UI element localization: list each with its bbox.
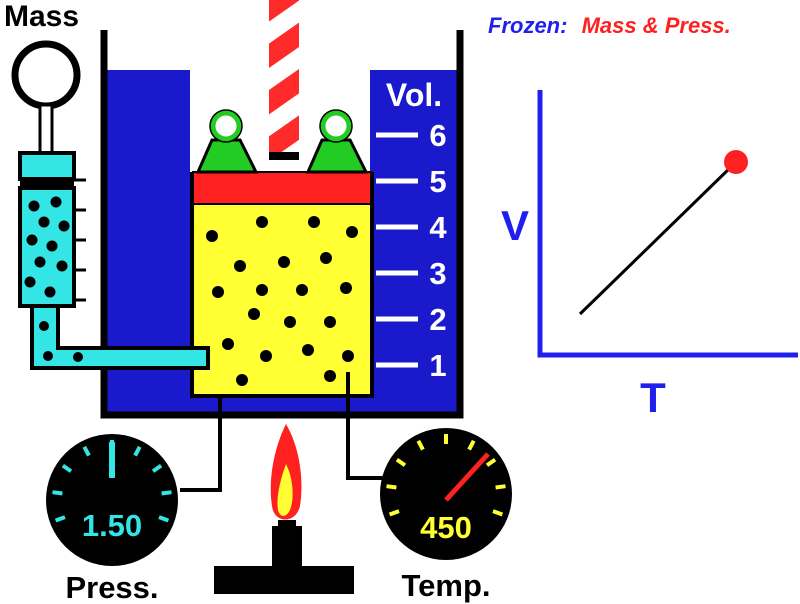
volume-tick-label: 3	[429, 256, 446, 291]
volume-tick-label: 6	[429, 118, 446, 153]
frozen-title: Frozen: Mass & Press.	[488, 13, 731, 38]
gauge-tick	[82, 445, 91, 457]
water-right	[370, 70, 458, 415]
temperature-readout: 450	[420, 510, 472, 545]
gauge-tick	[151, 463, 163, 473]
volume-label: Vol.	[386, 77, 442, 113]
volume-tick-label: 4	[429, 210, 447, 245]
pressure-readout: 1.50	[82, 508, 142, 543]
gauge-tick	[61, 463, 73, 473]
volume-tick-label: 2	[429, 302, 446, 337]
flame-inner	[277, 464, 293, 516]
pressure-gauge: 1.50	[46, 434, 178, 566]
frozen-variables: Mass & Press.	[582, 13, 731, 38]
gauge-tick	[416, 439, 425, 451]
volume-scale: Vol. 1 2 3 4 5 6	[376, 77, 447, 383]
gauge-tick	[492, 509, 504, 517]
graph-current-point	[724, 150, 748, 174]
gauge-tick	[52, 490, 63, 496]
gauge-tick	[485, 457, 497, 467]
pressure-label: Press.	[65, 570, 158, 604]
temperature-needle	[444, 452, 490, 502]
bath-wall	[100, 30, 464, 419]
volume-tick-label: 1	[429, 348, 446, 383]
temperature-label: Temp.	[402, 568, 491, 603]
bunsen-burner	[214, 424, 354, 594]
graph-y-label: V	[501, 202, 529, 249]
temperature-gauge: 450	[380, 428, 512, 560]
gauge-tick	[395, 457, 407, 467]
gauge-tick	[388, 509, 400, 517]
gauge-tick	[161, 490, 172, 496]
gas-molecules	[206, 216, 358, 386]
gauge-tick	[133, 445, 142, 457]
frozen-prefix: Frozen:	[488, 13, 567, 38]
gauge-tick	[495, 484, 506, 490]
stirring-rod	[269, 0, 299, 160]
weight-left	[195, 109, 259, 174]
gas-volume	[194, 204, 370, 394]
gauge-tick	[467, 439, 476, 451]
piston	[194, 172, 370, 204]
volume-ticks: 1 2 3 4 5 6	[376, 118, 447, 383]
graph-x-label: T	[640, 374, 666, 421]
weight-right	[305, 109, 369, 174]
mass-syringe: Mass	[4, 0, 210, 370]
gauge-tick	[386, 484, 397, 490]
graph-axes	[537, 90, 798, 358]
gauge-wires	[180, 372, 384, 492]
graph-line	[578, 164, 734, 316]
gas-cylinder	[190, 171, 374, 398]
gauge-tick	[158, 515, 170, 523]
gauge-tick	[54, 515, 66, 523]
volume-tick-label: 5	[429, 164, 446, 199]
syringe-handle	[11, 40, 81, 110]
mass-label: Mass	[4, 0, 79, 33]
volume-temperature-graph: V T	[501, 90, 798, 421]
